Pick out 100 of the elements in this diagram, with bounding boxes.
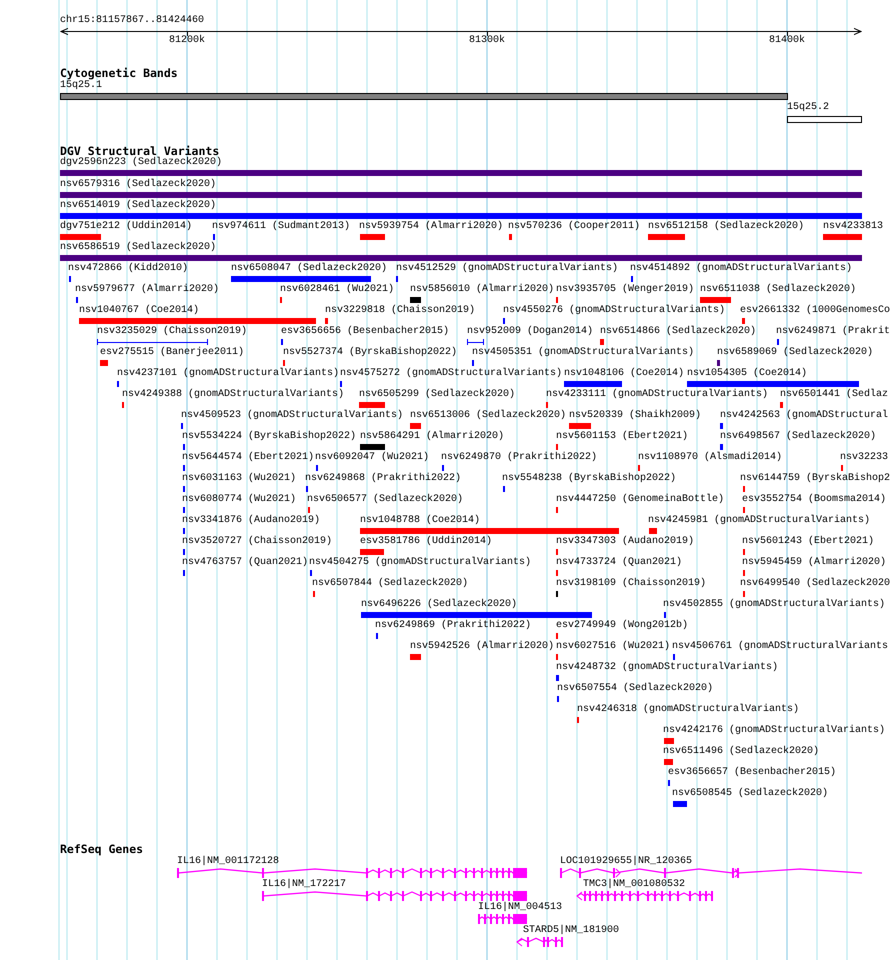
variant-label: nsv6496226 (Sedlazeck2020) <box>361 599 518 611</box>
variant-label: nsv4233813 <box>823 221 884 233</box>
variant-label: nsv6508047 (Sedlazeck2020) <box>231 263 388 275</box>
variant-label: nsv6249870 (Prakrithi2022) <box>441 452 598 464</box>
variant-label: nsv4575272 (gnomADStructuralVariants) <box>340 368 562 380</box>
variant-label: esv275515 (Banerjee2011) <box>100 347 244 359</box>
variant-label: nsv4763757 (Quan2021) <box>182 557 308 569</box>
variant-label: nsv3198109 (Chaisson2019) <box>556 578 706 590</box>
variant-label: nsv6080774 (Wu2021) <box>182 494 296 506</box>
variant-label: nsv4237101 (gnomADStructuralVariants) <box>117 368 340 380</box>
variant-label: nsv3235029 (Chaisson2019) <box>97 326 248 338</box>
variant-label: nsv6589069 (Sedlazeck2020) <box>717 347 874 359</box>
variant-label: nsv6144759 (ByrskaBishop2 <box>740 473 890 485</box>
variant-label: nsv4233111 (gnomADStructuralVariants) <box>546 389 768 401</box>
coordinate-label: chr15:81157867..81424460 <box>60 15 204 27</box>
variant-label: nsv1048788 (Coe2014) <box>360 515 480 527</box>
variant-label: esv3656656 (Besenbacher2015) <box>281 326 450 338</box>
gene-label: IL16|NM_001172128 <box>177 856 280 868</box>
variant-label: nsv4550276 (gnomADStructuralVariants) <box>503 305 726 317</box>
variant-label: nsv5601153 (Ebert2021) <box>556 431 688 443</box>
variant-label: nsv952009 (Dogan2014) <box>467 326 594 338</box>
variant-label: nsv6505299 (Sedlazeck2020) <box>359 389 516 401</box>
variant-label: nsv4514892 (gnomADStructuralVariants) <box>630 263 852 275</box>
variant-label: nsv4512529 (gnomADStructuralVariants) <box>396 263 618 275</box>
variant-label: nsv6507554 (Sedlazeck2020) <box>557 683 714 695</box>
gene-label: IL16|NM_004513 <box>478 902 562 914</box>
variant-label: nsv5939754 (Almarri2020) <box>359 221 504 233</box>
variant-label: nsv4733724 (Quan2021) <box>556 557 682 569</box>
gene-label: STARD5|NM_181900 <box>523 925 620 937</box>
variant-label: nsv6028461 (Wu2021) <box>280 284 394 296</box>
tick-label: 81300k <box>469 35 506 47</box>
variant-label: nsv6514866 (Sedlazeck2020) <box>600 326 756 338</box>
variant-label: nsv4248732 (gnomADStructuralVariants) <box>556 662 778 674</box>
variant-label: nsv1054305 (Coe2014) <box>687 368 808 380</box>
variant-label: nsv3347303 (Audano2019) <box>556 536 694 548</box>
variant-label: nsv1048106 (Coe2014) <box>564 368 684 380</box>
variant-label: nsv6249869 (Prakrithi2022) <box>375 620 532 632</box>
variant-label: nsv520339 (Shaikh2009) <box>569 410 702 422</box>
variant-label: nsv4504275 (gnomADStructuralVariants) <box>309 557 532 569</box>
variant-label: nsv1108970 (Alsmadi2014) <box>638 452 782 464</box>
variant-label: esv2661332 (1000GenomesCo <box>740 305 890 317</box>
variant-label: nsv6499540 (Sedlazeck2020 <box>740 578 890 590</box>
variant-label: nsv4249388 (gnomADStructuralVariants) <box>122 389 344 401</box>
variant-label: nsv6506577 (Sedlazeck2020) <box>307 494 464 506</box>
variant-label: nsv6511496 (Sedlazeck2020) <box>663 746 820 758</box>
variant-label: nsv4505351 (gnomADStructuralVariants) <box>472 347 694 359</box>
variant-label: nsv5945459 (Almarri2020) <box>742 557 886 569</box>
track-title: DGV Structural Variants <box>60 145 220 158</box>
variant-label: nsv5534224 (ByrskaBishop2022) <box>182 431 356 443</box>
variant-label: nsv5644574 (Ebert2021) <box>182 452 314 464</box>
variant-label: dgv751e212 (Uddin2014) <box>60 221 192 233</box>
variant-label: nsv974611 (Sudmant2013) <box>212 221 350 233</box>
gene-label: IL16|NM_172217 <box>262 879 346 891</box>
variant-label: esv2749949 (Wong2012b) <box>556 620 688 632</box>
variant-label: nsv4242563 (gnomADStructural <box>720 410 888 422</box>
variant-label: nsv6507844 (Sedlazeck2020) <box>312 578 468 590</box>
variant-label: nsv5864291 (Almarri2020) <box>360 431 504 443</box>
variant-label: nsv6511038 (Sedlazeck2020) <box>700 284 856 296</box>
variant-label: nsv6027516 (Wu2021) <box>556 641 670 653</box>
variant-label: nsv4246318 (gnomADStructuralVariants) <box>577 704 800 716</box>
variant-label: nsv6092047 (Wu2021) <box>315 452 430 464</box>
variant-label: nsv3520727 (Chaisson2019) <box>182 536 332 548</box>
tick-label: 81400k <box>769 35 806 47</box>
variant-label: nsv4447250 (GenomeinaBottle) <box>556 494 724 506</box>
variant-label: nsv6513006 (Sedlazeck2020) <box>410 410 566 422</box>
band-label: 15q25.1 <box>60 80 102 92</box>
variant-label: nsv6586519 (Sedlazeck2020) <box>60 242 216 254</box>
variant-label: nsv472866 (Kidd2010) <box>68 263 188 275</box>
variant-label: nsv5527374 (ByrskaBishop2022) <box>283 347 458 359</box>
variant-label: nsv4502855 (gnomADStructuralVariants) <box>663 599 886 611</box>
variant-label: nsv6031163 (Wu2021) <box>182 473 296 485</box>
variant-label: nsv4509523 (gnomADStructuralVariants) <box>181 410 404 422</box>
variant-label: esv3552754 (Boomsma2014) <box>742 494 886 506</box>
band-label: 15q25.2 <box>787 102 830 114</box>
variant-label: nsv4506761 (gnomADStructuralVariants <box>672 641 888 653</box>
tick-label: 81200k <box>169 35 206 47</box>
variant-label: nsv6249868 (Prakrithi2022) <box>305 473 462 485</box>
variant-label: nsv4242176 (gnomADStructuralVariants) <box>663 725 886 737</box>
variant-label: dgv2596n223 (Sedlazeck2020) <box>60 157 222 169</box>
variant-label: nsv570236 (Cooper2011) <box>508 221 640 233</box>
variant-label: nsv5856010 (Almarri2020) <box>410 284 554 296</box>
variant-label: nsv1040767 (Coe2014) <box>79 305 200 317</box>
variant-label: nsv6498567 (Sedlazeck2020) <box>720 431 876 443</box>
track-title: Cytogenetic Bands <box>60 67 178 80</box>
variant-label: nsv6579316 (Sedlazeck2020) <box>60 179 216 191</box>
variant-label: nsv6508545 (Sedlazeck2020) <box>672 788 828 800</box>
variant-label: nsv3935705 (Wenger2019) <box>556 284 694 296</box>
variant-label: esv3656657 (Besenbacher2015) <box>668 767 836 779</box>
track-title: RefSeq Genes <box>60 843 144 856</box>
variant-label: esv3581786 (Uddin2014) <box>360 536 492 548</box>
variant-label: nsv6512158 (Sedlazeck2020) <box>648 221 804 233</box>
variant-label: nsv6501441 (Sedlaz <box>780 389 888 401</box>
gene-label: LOC101929655|NR_120365 <box>560 856 692 868</box>
variant-label: nsv6514019 (Sedlazeck2020) <box>60 200 216 212</box>
gene-label: TMC3|NM_001080532 <box>583 879 686 891</box>
variant-label: nsv4245981 (gnomADStructuralVariants) <box>648 515 870 527</box>
variant-label: nsv3341876 (Audano2019) <box>182 515 320 527</box>
variant-label: nsv3229818 (Chaisson2019) <box>325 305 476 317</box>
variant-label: nsv32233 <box>840 452 888 464</box>
variant-label: nsv5942526 (Almarri2020) <box>410 641 554 653</box>
